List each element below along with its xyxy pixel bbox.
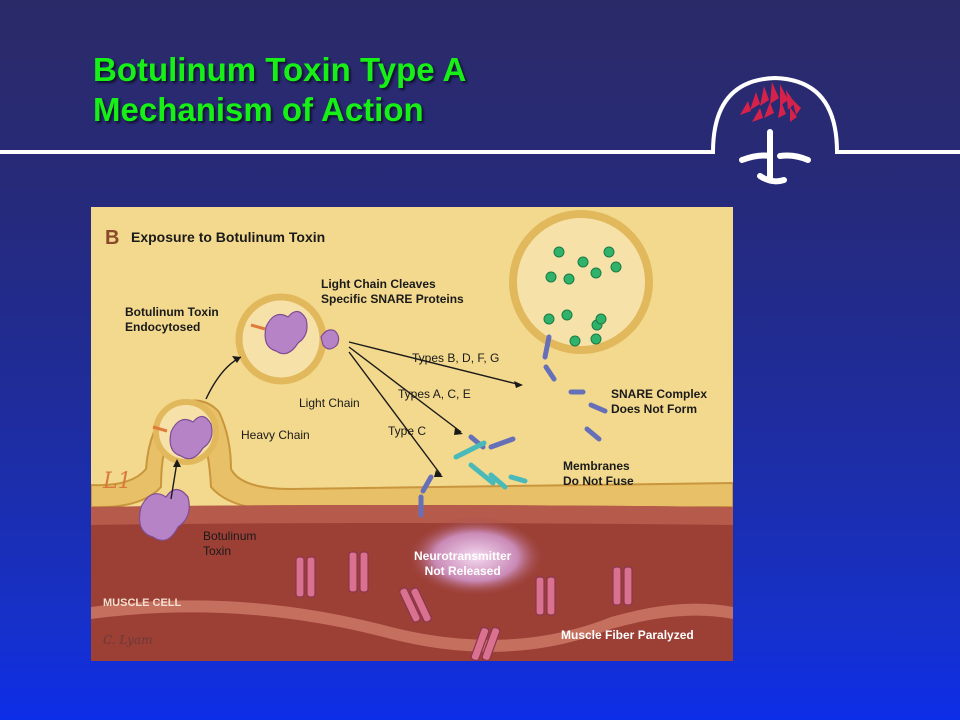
acetylcholine-receptors <box>295 551 633 661</box>
label-botulinum-line2: Toxin <box>203 544 232 558</box>
panel-letter: B <box>105 227 120 249</box>
arrow-toxin-to-membrane <box>170 461 178 500</box>
header-divider-line <box>0 75 960 154</box>
label-neuro-line1: Neurotransmitter <box>414 549 512 563</box>
illustrator-signature: C. Lyam <box>103 633 153 647</box>
title-line-2: Mechanism of Action <box>93 91 424 128</box>
synaptic-vesicle <box>509 210 653 354</box>
stylized-figure-logo-icon <box>739 82 811 185</box>
cleaved-snare-teal <box>453 440 528 490</box>
title-line-1: Botulinum Toxin Type A <box>93 51 467 88</box>
label-membranes-line2: Do Not Fuse <box>563 474 634 488</box>
light-chain-toxin <box>320 329 340 350</box>
arrow-type-c <box>348 351 442 476</box>
label-muscle-fiber-paralyzed: Muscle Fiber Paralyzed <box>561 628 694 642</box>
label-cleaves-line2: Specific SNARE Proteins <box>321 292 464 306</box>
mechanism-illustration <box>91 207 733 661</box>
slide-title: Botulinum Toxin Type A Mechanism of Acti… <box>93 50 466 130</box>
label-cleaves-line1: Light Chain Cleaves <box>321 277 436 291</box>
neurotransmitter-glow <box>406 517 546 597</box>
label-membranes-line1: Membranes <box>563 459 630 473</box>
label-membranes: Membranes Do Not Fuse <box>563 459 634 489</box>
label-snare-line2: Does Not Form <box>611 402 698 416</box>
heavy-chain-toxin <box>264 310 308 355</box>
label-light-chain-cleaves: Light Chain Cleaves Specific SNARE Prote… <box>321 277 464 307</box>
muscle-cell-body <box>91 505 733 661</box>
neurotransmitter-molecules <box>543 246 622 347</box>
label-endocytosed: Botulinum Toxin Endocytosed <box>125 305 219 335</box>
label-neurotransmitter: Neurotransmitter Not Released <box>414 549 511 579</box>
toxin-in-endocytosis-vesicle <box>169 415 213 460</box>
label-types-bdfg: Types B, D, F, G <box>412 351 500 365</box>
botulinum-mechanism-figure: B Exposure to Botulinum Toxin Botulinum … <box>91 207 733 661</box>
muscle-fiber-band <box>91 600 733 652</box>
label-botulinum-toxin: Botulinum Toxin <box>203 529 256 559</box>
label-endocytosed-line2: Endocytosed <box>125 320 201 334</box>
synaptic-cleft <box>91 505 733 525</box>
label-botulinum-line1: Botulinum <box>203 529 257 543</box>
label-light-chain: Light Chain <box>299 396 360 410</box>
label-neuro-line2: Not Released <box>424 564 501 578</box>
arrow-types-ace <box>348 346 462 433</box>
panel-title: Exposure to Botulinum Toxin <box>131 229 326 245</box>
arrow-types-bdfg <box>348 341 522 386</box>
label-snare-complex: SNARE Complex Does Not Form <box>611 387 707 417</box>
label-type-c: Type C <box>388 424 427 438</box>
free-botulinum-toxin <box>138 488 190 541</box>
label-snare-line1: SNARE Complex <box>611 387 708 401</box>
label-endocytosed-line1: Botulinum Toxin <box>125 305 219 319</box>
snare-fragments <box>418 334 608 518</box>
label-muscle-cell: MUSCLE CELL <box>103 597 182 609</box>
label-heavy-chain: Heavy Chain <box>241 428 310 442</box>
illustration-corner-mark: L1 <box>103 469 132 494</box>
label-types-ace: Types A, C, E <box>398 387 471 401</box>
